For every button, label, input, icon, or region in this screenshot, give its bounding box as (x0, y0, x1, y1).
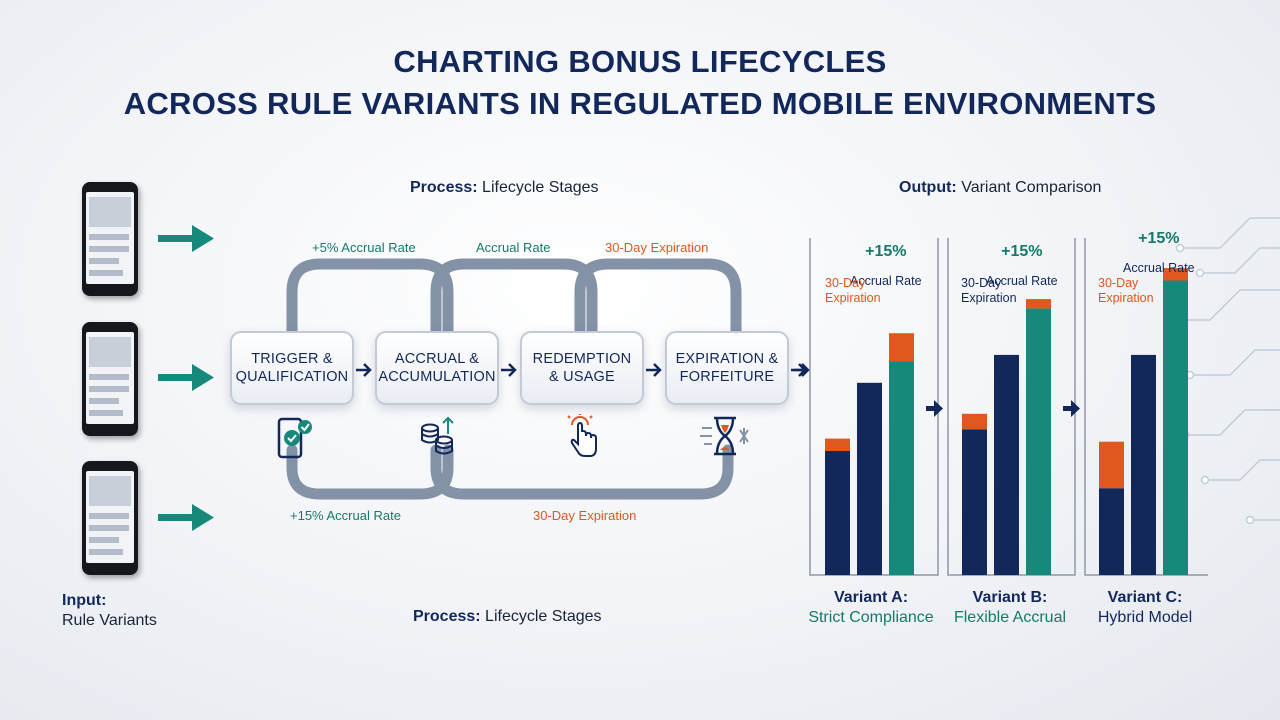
arrow-right-icon (158, 225, 214, 252)
variant-c-bar-3-expiration-cap (1163, 268, 1188, 281)
variant-b-expiry-annotation: 30-Day Expiration (961, 276, 1017, 305)
stage-trigger-qualification: TRIGGER & QUALIFICATION (230, 331, 354, 405)
annotation-bottom-2: 30-Day Expiration (533, 508, 637, 523)
arrow-right-icon (646, 363, 662, 377)
lifecycle-loops (286, 258, 742, 500)
stage-accrual-accumulation: ACCRUAL & ACCUMULATION (375, 331, 499, 405)
panel-arrows (926, 400, 1080, 417)
hourglass-icon (700, 416, 749, 456)
arrow-right-icon (501, 363, 517, 377)
variant-b-title: Variant B: Flexible Accrual (953, 589, 1067, 626)
variant-c-bar-1-expiration-cap (1099, 441, 1124, 489)
output-arrow (794, 363, 810, 377)
phone-icon-2 (82, 322, 138, 436)
output-label: Output: Variant Comparison (899, 179, 1102, 196)
variant-a-bar-3-expiration-cap (889, 333, 914, 362)
variant-b-bar-3 (1026, 308, 1051, 575)
input-arrows (158, 225, 214, 531)
phone-icon-3 (82, 461, 138, 575)
phone-check-icon (277, 417, 312, 459)
phone-icon-1 (82, 182, 138, 296)
page-title-line-1: CHARTING BONUS LIFECYCLES (393, 44, 887, 79)
variant-b-bar-3-expiration-cap (1026, 299, 1051, 309)
stage-redemption-usage: REDEMPTION & USAGE (520, 331, 644, 405)
variant-b-bar-2 (994, 354, 1019, 575)
stage-expiration-forfeiture: EXPIRATION & FORFEITURE (665, 331, 789, 405)
annotation-top-3: 30-Day Expiration (605, 240, 709, 255)
process-label-top: Process: Lifecycle Stages (410, 179, 599, 196)
variant-b-bar-1 (962, 429, 987, 575)
arrow-right-icon (158, 364, 214, 391)
tap-hand-icon (567, 414, 597, 457)
variant-c-rate-annotation: +15% Accrual Rate (1123, 230, 1195, 276)
input-section: Input: Rule Variants (62, 592, 157, 630)
variant-a-expiry-annotation: 30-Day Expiration (825, 276, 881, 305)
coins-stack-icon (421, 416, 454, 455)
annotation-top-2: Accrual Rate (476, 240, 551, 255)
annotation-bottom-1: +15% Accrual Rate (290, 508, 401, 523)
variant-c-title: Variant C: Hybrid Model (1097, 589, 1193, 626)
process-label-bottom: Process: Lifecycle Stages (413, 608, 602, 625)
annotation-top-1: +5% Accrual Rate (312, 240, 416, 255)
variant-c-expiry-annotation: 30-Day Expiration (1098, 276, 1154, 305)
stage-arrows (356, 363, 807, 377)
variant-a-bar-2 (857, 382, 882, 575)
variant-b-rate-annotation: +15% Accrual Rate (986, 243, 1058, 289)
arrow-right-icon (356, 363, 372, 377)
variant-c-bar-3 (1163, 280, 1188, 575)
variant-a-bar-3 (889, 361, 914, 575)
variant-c-bar-1 (1099, 488, 1124, 575)
input-label: Input: (62, 592, 107, 609)
variant-a-bar-1-expiration-cap (825, 438, 850, 451)
variant-a-rate-annotation: +15% Accrual Rate (850, 243, 922, 289)
page-title-line-2: ACROSS RULE VARIANTS IN REGULATED MOBILE… (123, 86, 1157, 121)
arrow-right-icon (926, 400, 943, 417)
input-sublabel: Rule Variants (62, 612, 157, 629)
arrow-right-icon (158, 504, 214, 531)
arrow-right-icon (1063, 400, 1080, 417)
variant-a-title: Variant A: Strict Compliance (808, 589, 934, 626)
variant-comparison-chart (809, 238, 1208, 576)
variant-c-bar-2 (1131, 354, 1156, 575)
variant-b-bar-1-expiration-cap (962, 413, 987, 430)
variant-a-bar-1 (825, 451, 850, 575)
